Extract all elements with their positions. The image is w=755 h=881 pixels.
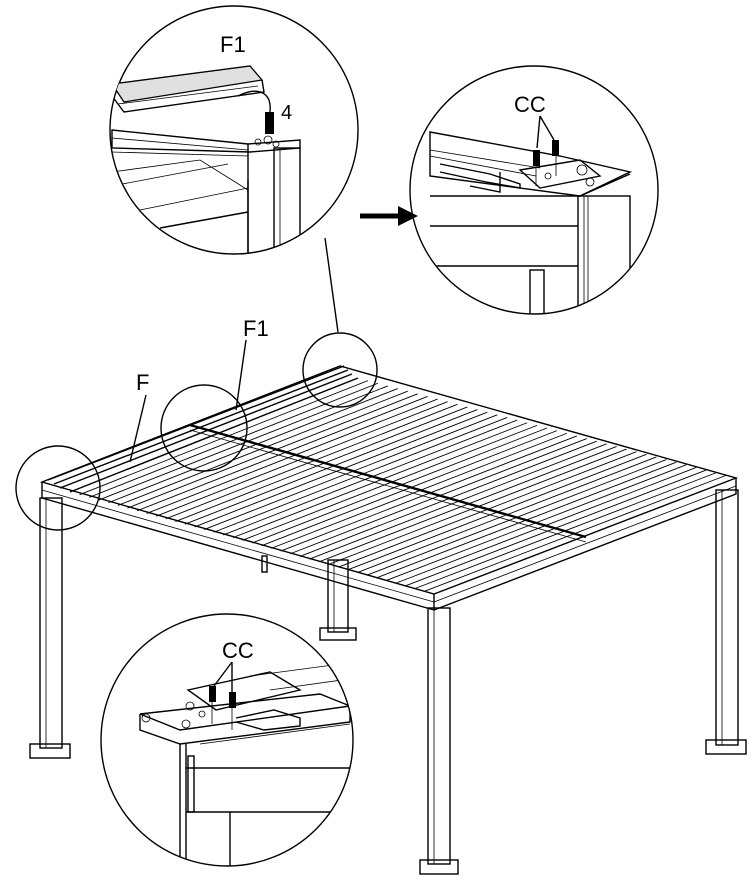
bottom-detail: CC (101, 614, 356, 870)
roof-slat (223, 420, 517, 535)
top-detail: F1 4 (110, 6, 358, 268)
roof-slat (367, 460, 666, 576)
roof-slat (309, 444, 606, 559)
roof-slat (80, 381, 368, 495)
roof-slat (233, 423, 527, 538)
roof-slat (195, 412, 488, 527)
roof-slat (415, 473, 716, 589)
leader-top-detail (325, 238, 338, 332)
roof-slat (147, 399, 438, 513)
roof-slat (424, 475, 726, 591)
right-detail: CC (410, 66, 658, 330)
roof-slat (262, 431, 557, 546)
leader-cc-right-b (537, 116, 540, 148)
roof-slat (281, 436, 577, 551)
label-cc-bottom: CC (222, 638, 254, 663)
roof-slat (185, 410, 477, 525)
roof-slat (204, 415, 497, 530)
detail-circle-front-left (16, 446, 100, 530)
roof-slat (166, 404, 458, 519)
label-4: 4 (281, 102, 292, 124)
pergola-frame (30, 366, 746, 874)
right-arrow-icon (360, 206, 418, 226)
roof-slat (252, 428, 547, 543)
leader-f1 (236, 340, 246, 410)
roof-slat (319, 446, 617, 561)
roof-slat (214, 417, 508, 532)
roof-slat (348, 454, 647, 570)
label-f-main: F (136, 370, 149, 395)
detail-circle-back-corner (303, 333, 377, 407)
roof-slat (329, 449, 627, 564)
leader-cc-right-a (540, 116, 554, 140)
roof-slat (290, 439, 586, 554)
roof-slat (137, 396, 428, 510)
roof-slat (396, 467, 697, 583)
label-f1-top: F1 (220, 32, 246, 57)
roof-slat (127, 394, 417, 508)
roof-slat (89, 383, 378, 497)
roof-slat (357, 457, 656, 573)
roof-slat (405, 470, 706, 586)
roof-slat (156, 402, 447, 516)
roof-slat (377, 462, 677, 578)
label-f1-main: F1 (243, 316, 269, 341)
label-cc-right: CC (514, 92, 546, 117)
roof-slat (175, 407, 467, 522)
roof-slat (300, 441, 597, 556)
roof-slat (271, 433, 567, 548)
roof-slat (242, 425, 537, 540)
